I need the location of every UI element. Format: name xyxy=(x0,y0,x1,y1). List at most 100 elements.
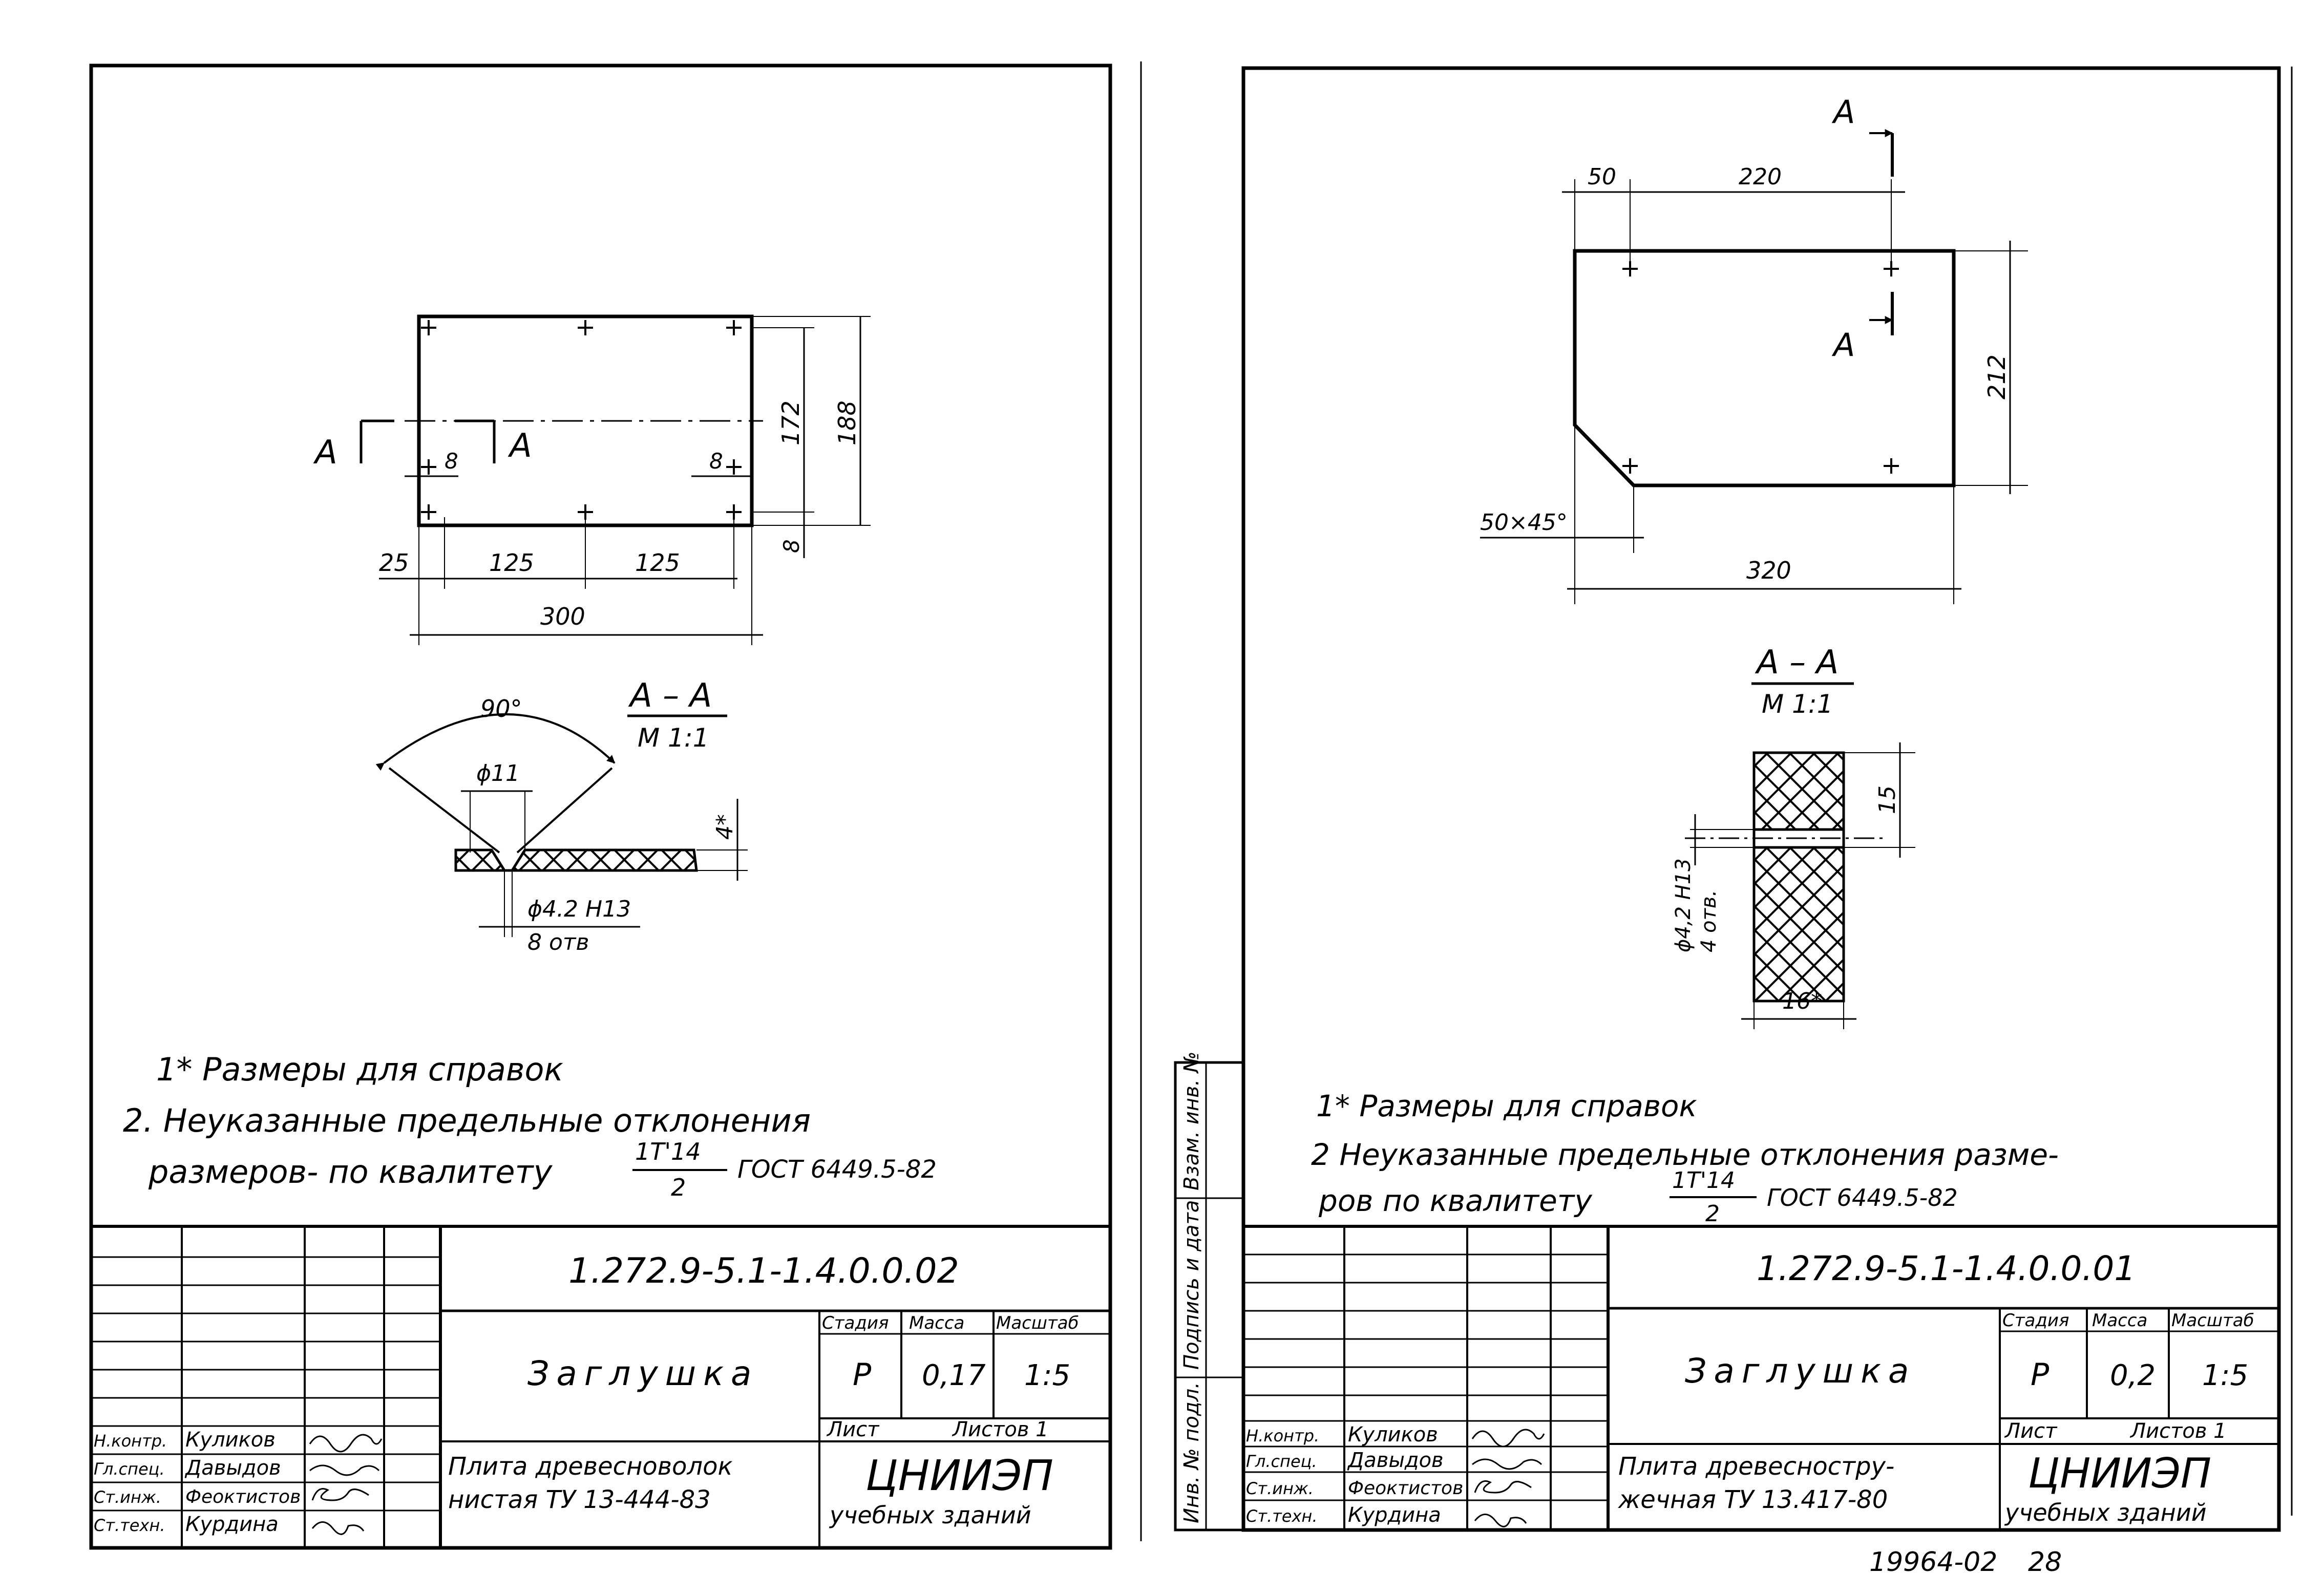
sheets-label: Листов 1 xyxy=(952,1418,1049,1441)
stamp-podpis: Подпись и дата xyxy=(1180,1200,1203,1370)
dim-320: 320 xyxy=(1746,557,1791,584)
dim-172: 172 xyxy=(777,400,805,445)
footer-page: 28 xyxy=(2028,1547,2062,1578)
part-name: Заглушка xyxy=(1685,1351,1916,1391)
header-mass: Масса xyxy=(909,1313,964,1333)
section-scale: М 1:1 xyxy=(1762,689,1833,719)
dim-16: 16* xyxy=(1782,988,1822,1014)
dim-300: 300 xyxy=(540,603,585,630)
note-frac-bot: 2 xyxy=(671,1174,686,1201)
organization: ЦНИИЭП xyxy=(2028,1450,2211,1497)
side-stamp: Инв. № подл. Подпись и дата Взам. инв. № xyxy=(1174,1051,1245,1532)
header-scale: Масштаб xyxy=(996,1313,1079,1333)
drill-spec: ϕ4.2 Н13 xyxy=(527,896,631,922)
stage-value: Р xyxy=(853,1357,872,1393)
drill-count: 4 отв. xyxy=(1697,890,1721,952)
name-kurdina: Курдина xyxy=(1348,1503,1441,1527)
right-notes: 1* Размеры для справок 2 Неуказанные пре… xyxy=(1311,1089,2059,1227)
role-st-inzh: Ст.инж. xyxy=(1246,1479,1314,1498)
signatures xyxy=(1471,1429,1545,1527)
material-line-1: Плита древесностру- xyxy=(1618,1452,1894,1481)
drill-spec: ϕ4,2 Н13 xyxy=(1672,858,1695,952)
dim-8-vert: 8 xyxy=(779,539,804,553)
thickness-4: 4* xyxy=(712,814,738,840)
right-sheet: Инв. № подл. Подпись и дата Взам. инв. №… xyxy=(1174,66,2293,1532)
dim-15: 15 xyxy=(1874,785,1900,814)
sheet-label: Лист xyxy=(826,1418,880,1441)
hole-dia-11: ϕ11 xyxy=(476,760,520,786)
mass-value: 0,2 xyxy=(2110,1359,2156,1392)
left-plate-plan: А А 8 8 172 188 8 25 xyxy=(313,314,871,645)
name-feoktistov: Феоктистов xyxy=(1348,1478,1463,1499)
part-name: Заглушка xyxy=(527,1354,758,1393)
section-scale: М 1:1 xyxy=(638,723,709,753)
stamp-inv-podl: Инв. № подл. xyxy=(1180,1382,1203,1523)
name-davydov: Давыдов xyxy=(184,1456,281,1480)
note-frac-top: 1Т'14 xyxy=(635,1138,701,1165)
drill-count: 8 отв xyxy=(527,929,589,955)
dim-25: 25 xyxy=(379,549,409,577)
role-st-tehn: Ст.техн. xyxy=(1246,1506,1318,1526)
dim-chamfer: 50×45° xyxy=(1480,509,1568,536)
note-2: 2. Неуказанные предельные отклонения xyxy=(123,1102,811,1139)
name-kulikov: Куликов xyxy=(185,1428,276,1452)
section-title: А – А xyxy=(1755,644,1839,682)
name-kulikov: Куликов xyxy=(1348,1423,1438,1447)
angle-90: 90° xyxy=(480,695,522,722)
material-line-2: жечная ТУ 13.417-80 xyxy=(1618,1485,1888,1514)
stage-value: Р xyxy=(2031,1357,2050,1393)
note-gost: ГОСТ 6449.5-82 xyxy=(737,1155,937,1184)
header-stage: Стадия xyxy=(822,1313,889,1333)
name-feoktistov: Феоктистов xyxy=(185,1486,301,1507)
material-line-2: нистая ТУ 13-444-83 xyxy=(448,1485,711,1514)
left-title-block: 1.272.9-5.1-1.4.0.0.02 Заглушка Стадия М… xyxy=(91,1225,1110,1548)
mass-value: 0,17 xyxy=(922,1359,986,1392)
dim-8-right: 8 xyxy=(709,449,723,474)
doc-number: 1.272.9-5.1-1.4.0.0.01 xyxy=(1757,1249,2136,1288)
left-section-aa: А – А М 1:1 90° ϕ11 4* ϕ4.2 Н13 8 отв xyxy=(375,677,748,955)
role-st-inzh: Ст.инж. xyxy=(94,1487,161,1507)
signatures xyxy=(309,1434,383,1535)
note-gost: ГОСТ 6449.5-82 xyxy=(1767,1184,1958,1211)
dim-212: 212 xyxy=(1983,354,2011,399)
left-sheet-frame xyxy=(89,63,1112,1550)
role-st-tehn: Ст.техн. xyxy=(94,1516,165,1535)
role-gl-spec: Гл.спец. xyxy=(1246,1452,1317,1471)
scale-value: 1:5 xyxy=(1024,1359,1070,1392)
stamp-vzam: Взам. инв. № xyxy=(1180,1051,1203,1190)
dim-8-left: 8 xyxy=(445,449,458,474)
section-title: А – А xyxy=(628,677,712,715)
organization-sub: учебных зданий xyxy=(2004,1499,2207,1526)
note-frac-top: 1Т'14 xyxy=(1672,1167,1735,1194)
dim-125-a: 125 xyxy=(489,549,534,577)
sheet-label: Лист xyxy=(2004,1419,2058,1443)
section-label-a-top: А xyxy=(1831,93,1855,131)
note-frac-bot: 2 xyxy=(1705,1201,1720,1227)
hole-marks xyxy=(1622,261,1899,474)
sheets-label: Листов 1 xyxy=(2129,1419,2227,1443)
footer-code: 19964-02 xyxy=(1869,1547,1997,1578)
dim-125-b: 125 xyxy=(635,549,680,577)
note-2: 2 Неуказанные предельные отклонения разм… xyxy=(1311,1137,2059,1172)
right-plate-plan: А А 50 220 212 50×45° 320 xyxy=(1480,93,2028,604)
section-label-a-mid: А xyxy=(1831,326,1855,364)
note-3: ров по квалитету xyxy=(1318,1183,1593,1218)
role-gl-spec: Гл.спец. xyxy=(94,1459,165,1479)
dim-188: 188 xyxy=(833,400,861,445)
dim-220: 220 xyxy=(1739,164,1782,190)
note-3: размеров- по квалитету xyxy=(148,1153,553,1190)
section-label-a-left: А xyxy=(313,434,337,472)
name-kurdina: Курдина xyxy=(185,1513,279,1536)
role-n-kontr: Н.контр. xyxy=(94,1431,167,1451)
hole-marks xyxy=(421,320,742,520)
doc-number: 1.272.9-5.1-1.4.0.0.02 xyxy=(568,1251,959,1291)
organization-sub: учебных зданий xyxy=(829,1501,1031,1529)
left-sheet: А А 8 8 172 188 8 25 xyxy=(89,61,1142,1550)
organization: ЦНИИЭП xyxy=(865,1452,1053,1500)
left-notes: 1* Размеры для справок 2. Неуказанные пр… xyxy=(123,1051,937,1201)
note-1: 1* Размеры для справок xyxy=(1316,1089,1697,1123)
right-title-block: 1.272.9-5.1-1.4.0.0.01 Заглушка Стадия М… xyxy=(1243,1225,2279,1530)
section-label-a-right: А xyxy=(508,427,532,465)
header-scale: Масштаб xyxy=(2171,1310,2254,1331)
